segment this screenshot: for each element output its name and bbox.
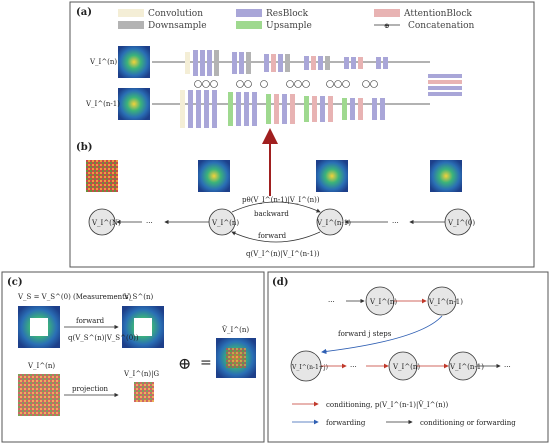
projection-label: projection <box>72 385 109 393</box>
legend-swatch-resblock <box>236 9 262 17</box>
node-vn-label: V_I^(n) <box>211 219 239 227</box>
backward-label: backward <box>254 210 289 218</box>
input-image-n-minus-1 <box>118 88 150 120</box>
input-image-n <box>118 46 150 78</box>
c-vi-n-image <box>18 374 60 416</box>
projected-image <box>134 382 154 402</box>
panel-label-a: (a) <box>76 7 92 18</box>
node-vN <box>88 208 116 236</box>
measurement-forward-hole <box>134 318 152 336</box>
legend: Convolution ResBlock AttentionBlock Down… <box>118 9 475 31</box>
c-vi-n-label: V_I^(n) <box>27 362 55 370</box>
legend-resblock: ResBlock <box>266 9 309 19</box>
edge-backward <box>231 201 321 213</box>
node-v0-label: V_I^(0) <box>447 219 475 227</box>
image-clean <box>430 160 462 192</box>
image-step-n <box>198 160 230 192</box>
panel-label-b: (b) <box>76 142 92 153</box>
node-vN-label: V_I^(N) <box>91 219 121 227</box>
legend-swatch-convolution <box>118 9 144 17</box>
d-bottom-node-n-1-label: V_I^(n-1) <box>449 363 484 371</box>
d-legend-red: conditioning, p(V_I^(n-1)|V̂_I^(n)) <box>326 401 449 409</box>
d-dots-right: ··· <box>504 363 511 371</box>
d-dots-mid: ··· <box>350 363 357 371</box>
legend-upsample: Upsample <box>266 21 312 31</box>
c-equals: = <box>200 355 212 371</box>
legend-attention: AttentionBlock <box>403 9 472 19</box>
legend-convolution: Convolution <box>148 9 203 19</box>
d-top-node-n-label: V_I^(n) <box>369 298 397 306</box>
bottleneck-blocks <box>428 74 462 96</box>
dots-left: ··· <box>146 219 153 227</box>
legend-swatch-attention <box>374 9 400 17</box>
panel-label-d: (d) <box>272 277 288 288</box>
legend-concatenation: Concatenation <box>408 21 475 31</box>
input-label-n-minus-1: V_I^(n-1) <box>85 100 120 108</box>
measurement-hole <box>30 318 48 336</box>
panel-c-frame <box>1 271 265 443</box>
d-legend-black: conditioning or forwarding <box>420 419 516 427</box>
c-forward-eq: q(V_S^(n)|V_S^(0)) <box>68 334 139 342</box>
image-step-n-minus-1 <box>316 160 348 192</box>
legend-downsample: Downsample <box>148 21 207 31</box>
c-result-inset <box>226 348 246 368</box>
panel-label-c: (c) <box>7 277 23 288</box>
c-forward-label: forward <box>76 317 105 325</box>
panel-d-frame <box>267 271 549 443</box>
d-top-node-n-1-label: V_I^(n-1) <box>428 298 463 306</box>
concat-nodes <box>194 80 378 88</box>
node-vn-1 <box>316 208 344 236</box>
image-noise <box>86 160 118 192</box>
backward-eq: pθ(V_I^(n-1)|V_I^(n)) <box>242 196 320 204</box>
measurements-label: V_S = V_S^(0) (Measurements) <box>17 293 132 301</box>
c-result-label: V̂_I^(n) <box>221 326 249 334</box>
d-bottom-node-n-label: V_I^(n) <box>392 363 420 371</box>
forward-label: forward <box>258 232 287 240</box>
encoder-blocks <box>185 50 388 76</box>
legend-concat-symbol: ⊕ <box>384 22 390 30</box>
d-forward-jump <box>321 315 443 355</box>
dots-right: ··· <box>392 219 399 227</box>
vs-n-label: V_S^(n) <box>123 293 153 301</box>
node-vn-1-label: V_I^(n-1) <box>316 219 351 227</box>
c-plus: ⊕ <box>178 354 191 373</box>
legend-swatch-upsample <box>236 21 262 29</box>
top-panel-frame <box>69 1 535 268</box>
decoder-blocks <box>180 90 385 128</box>
c-vi-g-label: V_I^(n)|G <box>123 370 160 378</box>
edge-forward <box>231 231 321 243</box>
d-dots-top: ··· <box>328 298 335 306</box>
d-top-node-n-1 <box>427 286 457 316</box>
d-forward-steps: forward j steps <box>338 330 392 338</box>
input-label-n: V_I^(n) <box>89 58 117 66</box>
legend-swatch-downsample <box>118 21 144 29</box>
d-legend-blue: forwarding <box>326 419 366 427</box>
d-bottom-node-j-label: V_I^(n-1+j) <box>291 364 328 371</box>
forward-eq: q(V_I^(n)|V_I^(n-1)) <box>246 250 320 258</box>
